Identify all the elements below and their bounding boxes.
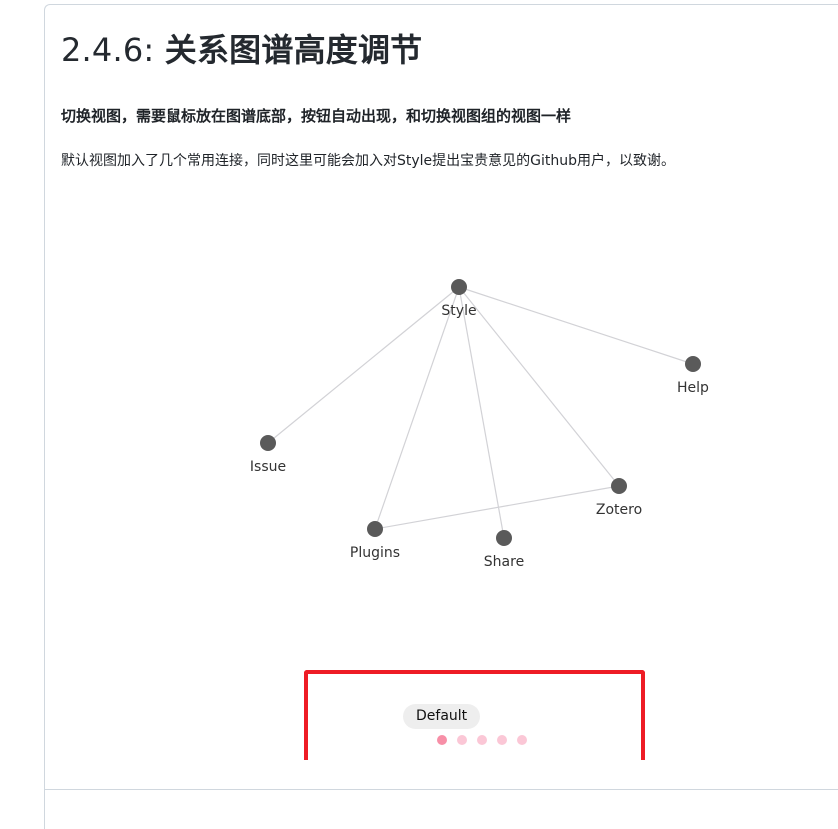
view-dot-4[interactable] [497, 735, 507, 745]
section-title-text: 关系图谱高度调节 [164, 31, 423, 69]
section-title: 2.4.6: 关系图谱高度调节 [61, 25, 422, 71]
view-dot-1[interactable] [437, 735, 447, 745]
section-subtitle: 切换视图，需要鼠标放在图谱底部，按钮自动出现，和切换视图组的视图一样 [61, 107, 572, 125]
view-dot-3[interactable] [477, 735, 487, 745]
view-pagination-dots[interactable] [437, 735, 527, 745]
view-dot-2[interactable] [457, 735, 467, 745]
next-card [44, 789, 838, 829]
section-description: 默认视图加入了几个常用连接，同时这里可能会加入对Style提出宝贵意见的Gith… [61, 153, 676, 169]
view-dot-5[interactable] [517, 735, 527, 745]
view-switch-button[interactable]: Default [403, 704, 481, 729]
highlight-box [304, 670, 645, 760]
content-card: 2.4.6: 关系图谱高度调节 切换视图，需要鼠标放在图谱底部，按钮自动出现，和… [44, 4, 838, 790]
section-number: 2.4.6: [61, 31, 155, 69]
